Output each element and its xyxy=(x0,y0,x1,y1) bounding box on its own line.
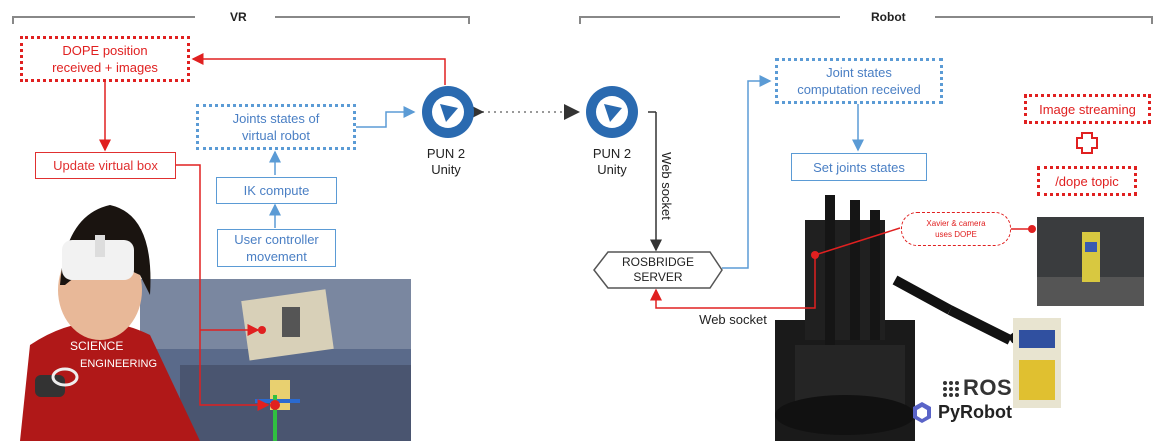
unity-icon-left xyxy=(422,86,474,138)
rosbridge-hexagon xyxy=(593,251,723,289)
camera-image-photo xyxy=(1037,217,1144,306)
vr-section-header: VR xyxy=(230,10,247,24)
web-socket-vertical-label: Web socket xyxy=(659,152,674,220)
svg-text:SCIENCE: SCIENCE xyxy=(70,339,123,353)
vr-user-photo: SCIENCE ENGINEERING xyxy=(0,195,411,441)
joint-states-received-box: Joint states computation received xyxy=(775,58,943,104)
set-joints-states-box: Set joints states xyxy=(791,153,927,181)
dope-topic-box: /dope topic xyxy=(1037,166,1137,196)
rosbridge-server-label: ROSBRIDGE SERVER xyxy=(621,255,694,284)
pyrobot-logo-icon xyxy=(913,402,931,423)
image-streaming-box: Image streaming xyxy=(1024,94,1151,124)
web-socket-bottom-label: Web socket xyxy=(699,312,767,327)
dope-position-box: DOPE position received + images xyxy=(20,36,190,82)
ros-logo-text: ROS xyxy=(963,375,1013,400)
unity-icon-right xyxy=(586,86,638,138)
user-controller-box: User controller movement xyxy=(217,229,336,267)
ik-compute-box: IK compute xyxy=(216,177,337,204)
svg-text:ENGINEERING: ENGINEERING xyxy=(80,358,157,370)
plus-icon xyxy=(1076,132,1098,154)
robot-section-header: Robot xyxy=(871,10,906,24)
pyrobot-logo-text: PyRobot xyxy=(938,402,1012,422)
ros-logo-icon xyxy=(943,381,959,397)
xavier-camera-note: Xavier & camera uses DOPE xyxy=(901,212,1011,246)
joints-states-box: Joints states of virtual robot xyxy=(196,104,356,150)
pun-unity-left-label: PUN 2 Unity xyxy=(426,146,466,177)
update-virtual-box: Update virtual box xyxy=(35,152,176,179)
pun-unity-right-label: PUN 2 Unity xyxy=(592,146,632,177)
